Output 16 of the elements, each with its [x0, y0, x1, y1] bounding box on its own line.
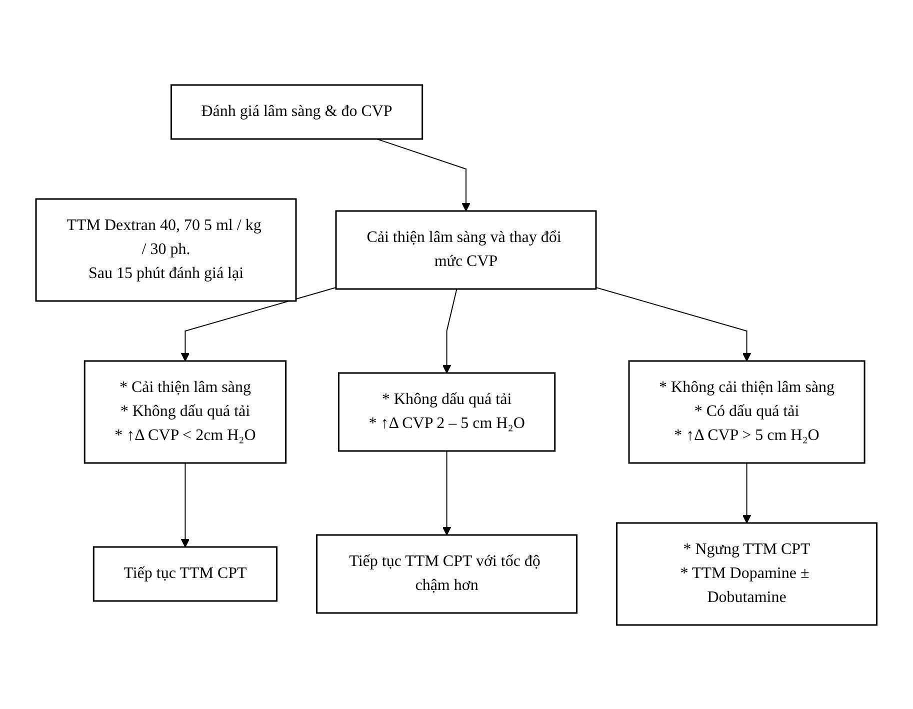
node-box: * Không cải thiện lâm sàng * Có dấu quá tải * ↑Δ CVP > 5 cm H₂O	[628, 360, 866, 464]
node-box: Đánh giá lâm sàng & đo CVP	[170, 84, 424, 140]
arrow	[742, 462, 752, 523]
arrow	[180, 462, 190, 547]
node-box: Tiếp tục TTM CPT	[93, 546, 278, 602]
node-box: Cải thiện lâm sàng và thay đổi mức CVP	[335, 210, 597, 290]
node-box: * Không dấu quá tải * ↑Δ CVP 2 – 5 cm H₂O	[338, 372, 556, 452]
arrow	[376, 138, 470, 211]
node-box: * Ngưng TTM CPT * TTM Dopamine ± Dobutamine	[616, 522, 878, 626]
node-box: Tiếp tục TTM CPT với tốc độ chậm hơn	[316, 534, 578, 614]
node-box: TTM Dextran 40, 70 5 ml / kg / 30 ph. Sau 15 phút đánh giá lại	[35, 198, 297, 302]
arrow	[442, 288, 458, 373]
arrow	[596, 286, 752, 361]
node-box: * Cải thiện lâm sàng * Không dấu quá tải * ↑Δ CVP < 2cm H₂O	[84, 360, 287, 464]
arrow	[180, 286, 337, 361]
arrow	[442, 450, 452, 535]
